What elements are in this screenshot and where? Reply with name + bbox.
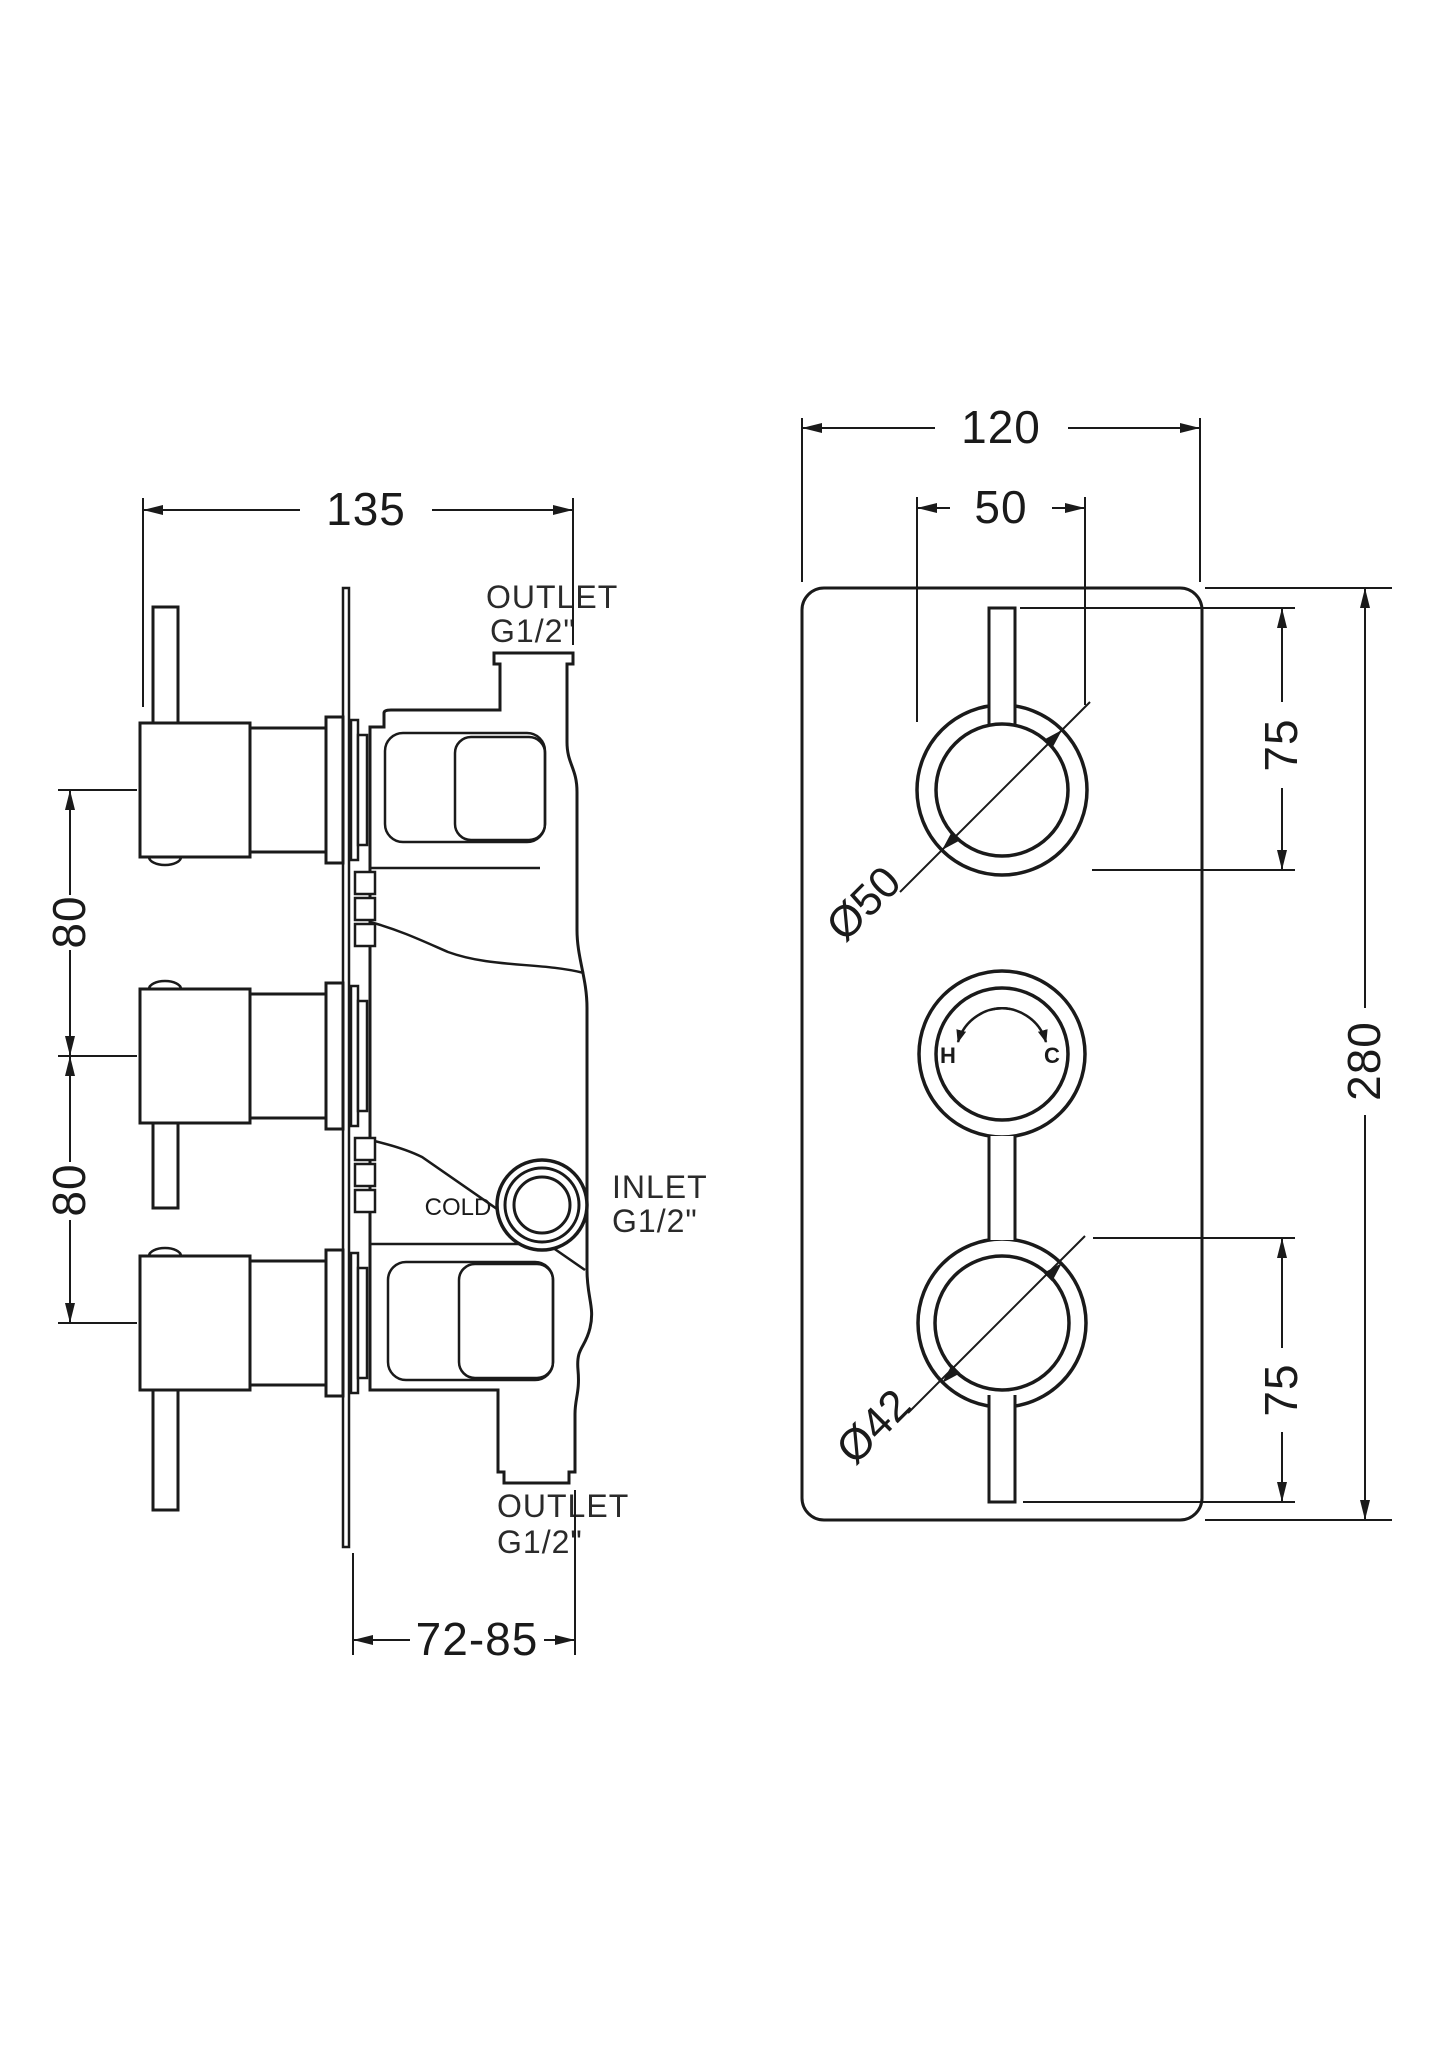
dim-50-value: 50 [974, 481, 1027, 533]
dimension-75-top: 75 [1020, 607, 1307, 871]
arrowhead [942, 1364, 961, 1383]
nut [353, 922, 377, 948]
dimension-80-bottom: 80 [43, 1056, 137, 1324]
arrowhead [1043, 1263, 1062, 1282]
nut [353, 896, 377, 922]
cartridge-top [248, 726, 330, 854]
thermostat-dial: H C [916, 969, 1088, 1409]
dimension-135: 135 [142, 483, 574, 707]
inlet-label-line1: INLET [612, 1169, 708, 1205]
funnel-bottom-edge [369, 1138, 586, 1272]
mounting-nuts [353, 870, 377, 1214]
valve-body [368, 651, 594, 1485]
top-lever [987, 606, 1017, 778]
handle-lever-top [151, 605, 180, 725]
flange-front-bottom [324, 1248, 345, 1398]
handle-lever-bottom [151, 1388, 180, 1512]
arrowhead [1043, 730, 1062, 749]
inlet-circle-outer [495, 1158, 589, 1252]
bottom-chamber-inner [457, 1262, 555, 1380]
bottom-knob [987, 1395, 1017, 1504]
inlet-label-line2: G1/2" [612, 1203, 698, 1239]
inlet-circle-mid [503, 1166, 581, 1244]
side-view: OUTLET G1/2" COLD INLET G1/2" OUTLET G1/… [43, 483, 708, 1665]
cold-marker: C [1044, 1043, 1060, 1068]
flange-front-top [324, 715, 345, 865]
handle-assembly-middle [138, 979, 369, 1210]
body-outline [368, 651, 594, 1485]
nut [353, 1136, 377, 1162]
dim-280-value: 280 [1338, 1021, 1390, 1101]
handle-knob-bottom [138, 1254, 252, 1392]
dial-stem-fill [989, 1136, 1015, 1240]
dim-72-85-value: 72-85 [416, 1613, 539, 1665]
dim-75-bottom-value: 75 [1255, 1363, 1307, 1416]
nut [353, 1188, 377, 1214]
nut [353, 1162, 377, 1188]
dim-135-value: 135 [326, 483, 406, 535]
flange-rear-middle [356, 999, 369, 1113]
dimension-80-top: 80 [43, 789, 137, 1057]
flange-rear-bottom [356, 1266, 369, 1380]
dim-80-top-value: 80 [43, 895, 95, 948]
dim-120-value: 120 [961, 401, 1041, 453]
inlet-boss [495, 1158, 589, 1252]
handle-lever-middle [151, 1121, 180, 1210]
dimension-50: 50 [916, 481, 1086, 722]
dimension-72-85: 72-85 [352, 1490, 576, 1665]
outlet-bottom-label-line1: OUTLET [497, 1488, 629, 1524]
funnel-top-edge [369, 920, 585, 975]
hot-marker: H [940, 1043, 956, 1068]
dim-75-top-value: 75 [1255, 718, 1307, 771]
nut [353, 870, 377, 896]
leader-line [907, 1235, 1086, 1414]
handle-knob-top [138, 721, 252, 859]
handle-knob-middle [138, 987, 252, 1125]
outlet-top-label-line1: OUTLET [486, 579, 618, 615]
dimension-75-bottom: 75 [1023, 1237, 1307, 1503]
bottom-lever [987, 1395, 1017, 1504]
cartridge-middle [248, 992, 330, 1120]
cartridge-bottom [248, 1259, 330, 1387]
bottom-lever-fill [989, 1395, 1015, 1502]
outlet-bottom-label-line2: G1/2" [497, 1524, 583, 1560]
bottom-knob-inner-circle [933, 1254, 1071, 1392]
outlet-top-label-line2: G1/2" [490, 613, 576, 649]
front-view: H C 120 50 75 [800, 401, 1392, 1522]
dimension-280: 280 [1205, 587, 1392, 1521]
cold-label: COLD [425, 1194, 492, 1221]
inlet-circle-inner [512, 1175, 572, 1235]
top-chamber-inner [453, 735, 547, 842]
dim-80-bottom-value: 80 [43, 1163, 95, 1216]
arrowhead [942, 831, 961, 850]
handle-assembly-top [138, 605, 369, 867]
dimension-120: 120 [801, 401, 1201, 582]
flange-rear-top [356, 733, 369, 847]
flange-front-middle [324, 981, 345, 1131]
rotate-cold-arrow-icon [993, 1007, 1048, 1043]
handle-assembly-bottom [138, 1246, 369, 1512]
